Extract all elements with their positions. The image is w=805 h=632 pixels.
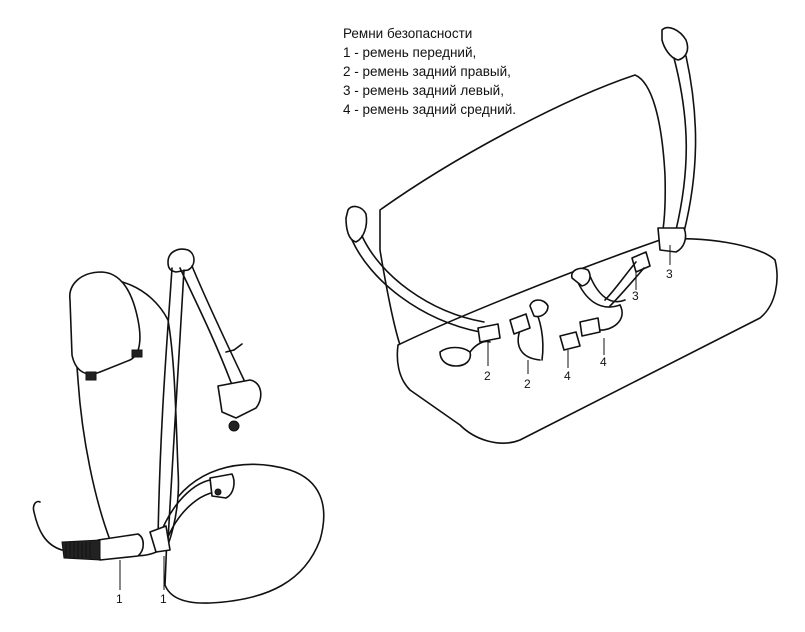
headrest-post-right [131, 349, 143, 358]
rear-seat [379, 74, 778, 444]
front-buckle-wire [32, 500, 63, 551]
callout-rear-right-b: 2 [524, 377, 531, 391]
callout-rear-left-b: 3 [632, 289, 639, 303]
legend-item-rear-middle: 4 - ремень задний средний. [343, 102, 517, 117]
front-belt-shoulder-strap [157, 267, 173, 541]
rear-right-belt-lower-anchor [439, 346, 472, 367]
legend-title: Ремни безопасности [343, 26, 473, 41]
rear-right-belt-upper-anchor [345, 205, 368, 243]
rear-right-belt-buckle [509, 313, 531, 335]
headrest-post-left [85, 371, 97, 381]
legend-item-rear-right: 2 - ремень задний правый, [343, 64, 511, 79]
rear-left-belt-strap [673, 57, 688, 231]
rear-right-belt [345, 205, 549, 374]
rear-middle-belt [559, 267, 626, 368]
callout-rear-left-a: 3 [666, 267, 673, 281]
rear-right-belt-anchor-b [529, 299, 549, 318]
front-belt-tongue [149, 525, 171, 553]
rear-right-belt-latch [477, 323, 501, 343]
callout-front-b: 1 [160, 592, 167, 606]
front-buckle-stalk [61, 539, 101, 561]
rear-left-belt-lower-anchor [657, 227, 687, 253]
rear-left-belt-buckle [631, 251, 651, 273]
legend-item-front: 1 - ремень передний, [343, 45, 477, 60]
callout-rear-right-a: 2 [484, 369, 491, 383]
callout-rear-middle-b: 4 [564, 369, 571, 383]
rear-right-belt-strap [351, 239, 481, 333]
front-belt-lap-anchor [209, 473, 235, 499]
legend-item-rear-left: 3 - ремень задний левый, [343, 83, 504, 98]
rear-seat-back [379, 74, 667, 346]
retractor-bolt [225, 349, 235, 353]
rear-seat-cushion [396, 237, 778, 444]
front-belt [32, 248, 262, 590]
front-belt-retractor-strap [179, 267, 233, 386]
callout-front-a: 1 [116, 592, 123, 606]
front-seat-cushion [164, 463, 325, 604]
rear-middle-belt-buckle [559, 331, 581, 351]
callout-rear-middle-a: 4 [600, 355, 607, 369]
legend: Ремни безопасности 1 - ремень передний, … [343, 24, 516, 119]
rear-middle-belt-anchor [570, 267, 591, 287]
rear-middle-belt-tongue [579, 317, 601, 337]
front-belt-buckle [97, 533, 145, 561]
rear-left-belt-upper-anchor [661, 26, 689, 61]
rear-left-belt [604, 26, 697, 307]
front-belt-upper-anchor [167, 248, 195, 273]
front-belt-retractor [217, 379, 262, 419]
front-seat [69, 271, 325, 604]
